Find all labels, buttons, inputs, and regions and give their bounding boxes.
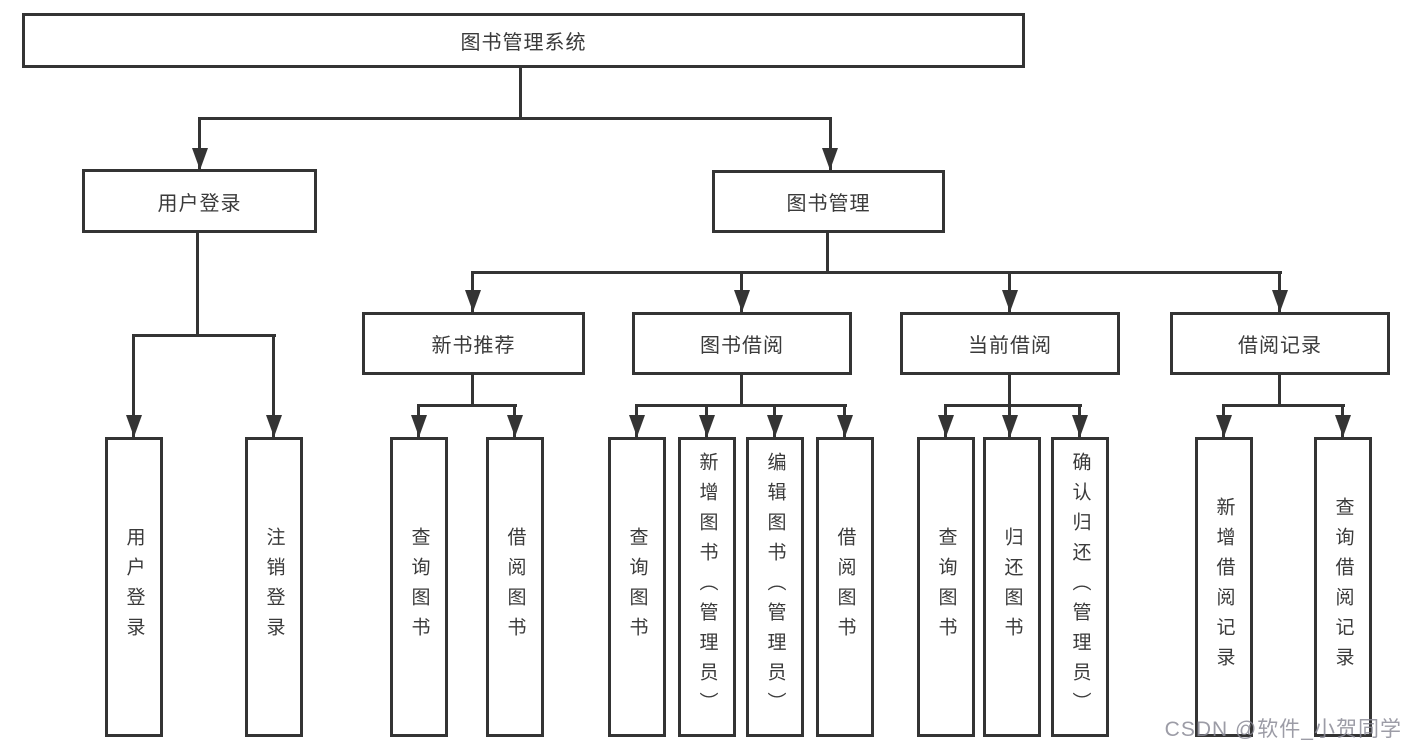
connector-line <box>133 334 276 337</box>
connector-line <box>944 404 1082 407</box>
csdn-watermark: CSDN @软件_小贺同学 <box>1164 718 1402 741</box>
node-library-management-system: 图书管理系统 <box>22 13 1025 68</box>
arrow-down-icon <box>837 415 853 437</box>
node-label: 用户登录 <box>123 527 145 647</box>
connector-line <box>196 232 199 335</box>
connector-line <box>740 375 743 406</box>
node-label: 编辑图书（管理员） <box>764 452 786 722</box>
node-label: 查询图书 <box>408 527 430 647</box>
arrow-down-icon <box>822 148 838 170</box>
node-label: 查询图书 <box>935 527 957 647</box>
connector-line <box>418 404 517 407</box>
node-label: 图书管理 <box>786 193 871 215</box>
node-label: 借阅图书 <box>834 527 856 647</box>
node-leaf-borrow-query-books: 查询图书 <box>608 437 666 737</box>
arrow-down-icon <box>734 290 750 312</box>
arrow-down-icon <box>629 415 645 437</box>
node-label: 借阅记录 <box>1238 335 1322 357</box>
arrow-down-icon <box>1272 290 1288 312</box>
arrow-down-icon <box>1335 415 1351 437</box>
connector-line <box>472 271 1282 274</box>
connector-line <box>826 233 829 273</box>
node-leaf-add-books-admin: 新增图书（管理员） <box>678 437 736 737</box>
node-label: 新书推荐 <box>431 335 516 357</box>
node-leaf-add-borrow-record: 新增借阅记录 <box>1195 437 1253 737</box>
node-label: 查询图书 <box>626 527 648 647</box>
connector-line <box>1008 375 1011 406</box>
node-leaf-borrow-books: 借阅图书 <box>816 437 874 737</box>
arrow-down-icon <box>126 415 142 437</box>
node-leaf-edit-books-admin: 编辑图书（管理员） <box>746 437 804 737</box>
node-label: 图书管理系统 <box>460 32 587 54</box>
arrow-down-icon <box>507 415 523 437</box>
node-label: 查询借阅记录 <box>1332 497 1354 677</box>
connector-line <box>519 68 522 118</box>
arrow-down-icon <box>1072 415 1088 437</box>
arrow-down-icon <box>465 290 481 312</box>
arrow-down-icon <box>192 148 208 170</box>
node-label: 注销登录 <box>263 527 285 647</box>
node-leaf-recommend-borrow-books: 借阅图书 <box>486 437 544 737</box>
connector-line <box>471 375 474 406</box>
connector-line <box>1222 404 1345 407</box>
node-label: 确认归还（管理员） <box>1069 452 1091 722</box>
node-leaf-confirm-return-admin: 确认归还（管理员） <box>1051 437 1109 737</box>
connector-line <box>1278 375 1281 406</box>
arrow-down-icon <box>767 415 783 437</box>
arrow-down-icon <box>1002 290 1018 312</box>
node-user-login: 用户登录 <box>82 169 317 233</box>
node-label: 图书借阅 <box>700 335 784 357</box>
node-leaf-query-borrow-record: 查询借阅记录 <box>1314 437 1372 737</box>
node-current-borrowing: 当前借阅 <box>900 312 1120 375</box>
connector-line <box>829 117 832 170</box>
connector-line <box>199 117 832 120</box>
connector-line <box>636 404 847 407</box>
arrow-down-icon <box>938 415 954 437</box>
node-label: 当前借阅 <box>968 335 1052 357</box>
node-leaf-return-books: 归还图书 <box>983 437 1041 737</box>
node-label: 新增图书（管理员） <box>696 452 718 722</box>
arrow-down-icon <box>699 415 715 437</box>
node-label: 用户登录 <box>157 192 242 215</box>
node-book-management: 图书管理 <box>712 170 945 233</box>
connector-line <box>272 334 275 437</box>
arrow-down-icon <box>1002 415 1018 437</box>
node-leaf-current-query-books: 查询图书 <box>917 437 975 737</box>
node-leaf-recommend-query-books: 查询图书 <box>390 437 448 737</box>
node-leaf-user-login: 用户登录 <box>105 437 163 737</box>
connector-line <box>132 334 135 437</box>
arrow-down-icon <box>411 415 427 437</box>
arrow-down-icon <box>1216 415 1232 437</box>
node-borrowing-records: 借阅记录 <box>1170 312 1390 375</box>
connector-line <box>198 117 201 170</box>
node-label: 借阅图书 <box>504 527 526 647</box>
node-label: 新增借阅记录 <box>1213 497 1235 677</box>
node-leaf-logout: 注销登录 <box>245 437 303 737</box>
arrow-down-icon <box>266 415 282 437</box>
node-book-borrowing: 图书借阅 <box>632 312 852 375</box>
node-label: 归还图书 <box>1001 527 1023 647</box>
node-new-book-recommendation: 新书推荐 <box>362 312 585 375</box>
